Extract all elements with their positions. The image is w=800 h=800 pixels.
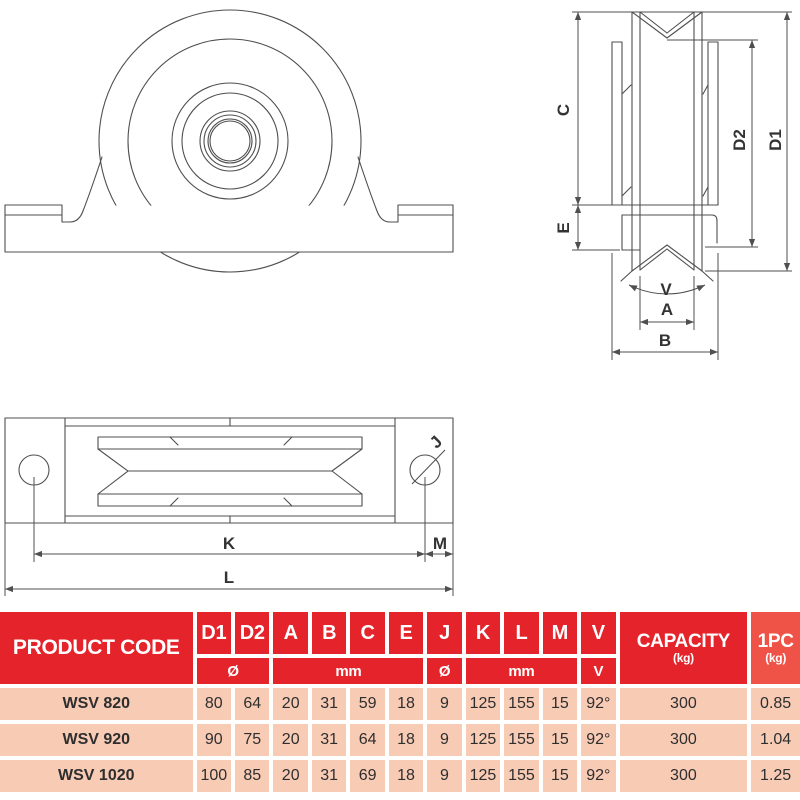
cell: 59 (350, 688, 385, 720)
cell: 100 (196, 760, 232, 792)
unit-mm-klm: mm (465, 658, 578, 684)
spec-table: PRODUCT CODE D1 D2 A B C E J K L M V CAP… (0, 608, 800, 796)
wheel-section (620, 11, 714, 282)
header-m: M (542, 612, 578, 654)
dim-label-j: J (426, 432, 446, 452)
plate-mask (2, 205, 458, 252)
dimension-lines (572, 11, 792, 360)
cell: 9 (427, 760, 462, 792)
front-view-drawing (2, 9, 458, 273)
cell: 15 (542, 724, 578, 756)
dim-label-a: A (661, 300, 673, 319)
mounting-plate-section (611, 204, 719, 251)
header-c: C (350, 612, 385, 654)
cell: 31 (311, 760, 347, 792)
cell: 155 (504, 688, 539, 720)
mounting-plate-front (4, 204, 454, 253)
dim-label-d2: D2 (730, 129, 749, 151)
mounting-holes (18, 449, 446, 486)
cell: 90 (196, 724, 232, 756)
cell: 15 (542, 760, 578, 792)
dim-label-l: L (224, 568, 234, 587)
dimension-labels: C E D2 D1 V A B (554, 104, 785, 350)
cell: 20 (273, 688, 308, 720)
header-a: A (273, 612, 308, 654)
cell: 125 (465, 760, 501, 792)
table-row: WSV 1020 100 85 20 31 69 18 9 125 155 15… (0, 760, 800, 792)
cell: 18 (388, 688, 424, 720)
header-1pc-title: 1PC (757, 630, 794, 652)
cell: 9 (427, 724, 462, 756)
cell: 18 (388, 724, 424, 756)
header-product-code: PRODUCT CODE (0, 612, 193, 684)
header-row-units: Ø mm Ø mm V (0, 658, 800, 684)
row-code: WSV 920 (0, 724, 193, 756)
cell-weight: 1.25 (751, 760, 800, 792)
header-k: K (465, 612, 501, 654)
bearing-rings (171, 82, 289, 200)
table-row: WSV 920 90 75 20 31 64 18 9 125 155 15 9… (0, 724, 800, 756)
cell: 20 (273, 760, 308, 792)
cell: 125 (465, 724, 501, 756)
bottom-view-drawing: J K M L (4, 417, 454, 596)
cell-weight: 0.85 (751, 688, 800, 720)
header-1pc: 1PC (kg) (751, 612, 800, 684)
dim-label-e: E (554, 222, 573, 233)
cell: 75 (235, 724, 270, 756)
header-capacity-unit: (kg) (673, 650, 694, 665)
cell: 92° (581, 760, 616, 792)
header-1pc-unit: (kg) (765, 650, 787, 665)
cell: 9 (427, 688, 462, 720)
cell-capacity: 300 (619, 760, 748, 792)
unit-diameter-d: Ø (196, 658, 270, 684)
cell: 155 (504, 760, 539, 792)
unit-diameter-j: Ø (427, 658, 462, 684)
bracket-arms-front (61, 156, 399, 223)
header-d1: D1 (196, 612, 232, 654)
dim-label-d1: D1 (766, 129, 785, 151)
cell: 18 (388, 760, 424, 792)
cell: 64 (350, 724, 385, 756)
dim-label-b: B (659, 331, 671, 350)
unit-v: V (581, 658, 616, 684)
header-v: V (581, 612, 616, 654)
header-e: E (388, 612, 424, 654)
cell: 92° (581, 724, 616, 756)
cell: 69 (350, 760, 385, 792)
header-j: J (427, 612, 462, 654)
unit-mm-abce: mm (273, 658, 424, 684)
header-row-dims: PRODUCT CODE D1 D2 A B C E J K L M V CAP… (0, 612, 800, 684)
cell: 80 (196, 688, 232, 720)
header-capacity: CAPACITY (kg) (619, 612, 748, 684)
dimension-labels: J K M L (223, 432, 447, 587)
cell: 31 (311, 724, 347, 756)
dim-label-m: M (433, 534, 447, 553)
cell: 20 (273, 724, 308, 756)
dim-label-k: K (223, 534, 236, 553)
table-row: WSV 820 80 64 20 31 59 18 9 125 155 15 9… (0, 688, 800, 720)
hole-diameter-leader (411, 449, 446, 485)
cell: 64 (235, 688, 270, 720)
side-view-drawing: C E D2 D1 V A B (554, 11, 792, 360)
dim-label-v: V (660, 280, 672, 299)
dim-label-c: C (554, 104, 573, 116)
cell-weight: 1.04 (751, 724, 800, 756)
cell: 31 (311, 688, 347, 720)
cell-capacity: 300 (619, 724, 748, 756)
cell: 155 (504, 724, 539, 756)
row-code: WSV 820 (0, 688, 193, 720)
header-b: B (311, 612, 347, 654)
cell: 125 (465, 688, 501, 720)
plate-bottom-view (4, 417, 454, 524)
cell-capacity: 300 (619, 688, 748, 720)
row-code: WSV 1020 (0, 760, 193, 792)
cell: 85 (235, 760, 270, 792)
header-d2: D2 (235, 612, 270, 654)
dimension-lines (4, 477, 454, 596)
cell: 15 (542, 688, 578, 720)
wheel-bottom-view (97, 436, 363, 507)
header-capacity-title: CAPACITY (636, 630, 731, 652)
header-l: L (504, 612, 539, 654)
cell: 92° (581, 688, 616, 720)
